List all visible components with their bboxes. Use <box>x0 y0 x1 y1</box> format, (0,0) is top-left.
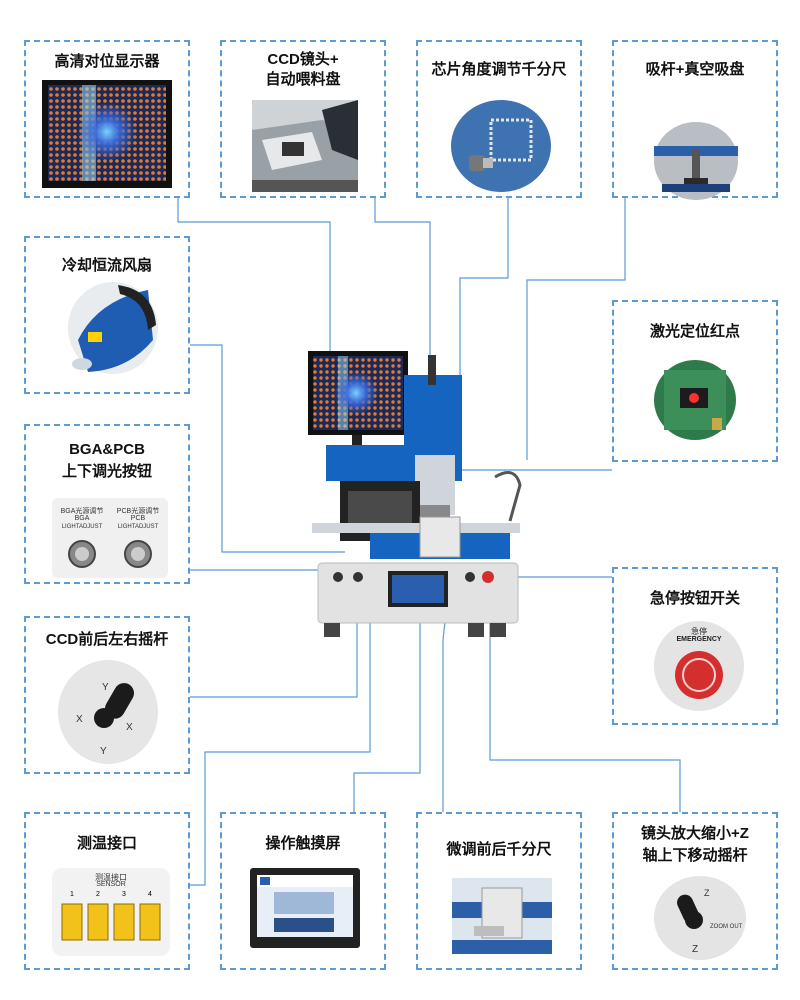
nozzle-callout: 吸杆+真空吸盘 <box>612 40 778 200</box>
light-adjust-label-line2: 上下调光按钮 <box>61 463 152 480</box>
sensor-port-2-icon <box>87 903 109 941</box>
zoom-lever-icon <box>677 894 699 924</box>
nozzle-label: 吸杆+真空吸盘 <box>645 61 745 78</box>
sensor-port-3-num: 3 <box>122 891 126 898</box>
emergency-label: 急停按钮开关 <box>649 590 740 607</box>
ccd-callout: CCD镜头+ 自动喂料盘 <box>220 40 386 198</box>
sensor-port-4-num: 4 <box>148 891 152 898</box>
emergency-photo: 急停 EMERGENCY <box>654 621 744 711</box>
svg-text:X: X <box>126 722 133 733</box>
joystick-callout: CCD前后左右摇杆 X X Y Y <box>24 616 190 774</box>
monitor-label: 高清对位显示器 <box>54 53 160 70</box>
svg-text:X: X <box>76 714 83 725</box>
svg-text:Z: Z <box>704 888 710 898</box>
svg-text:Y: Y <box>100 746 107 757</box>
chip-angle-label: 芯片角度调节千分尺 <box>431 61 567 78</box>
laser-callout: 激光定位红点 <box>612 300 778 462</box>
ccd-label-line2: 自动喂料盘 <box>265 71 341 88</box>
ccd-photo <box>252 100 358 192</box>
light-adjust-label-line1: BGA&PCB <box>69 441 145 458</box>
light-adjust-callout: BGA&PCB 上下调光按钮 BGA光源调节 BGA LIGHTADJUST P… <box>24 424 190 584</box>
sensor-port-3-icon <box>113 903 135 941</box>
emergency-callout: 急停按钮开关 急停 EMERGENCY <box>612 567 778 725</box>
laser-label: 激光定位红点 <box>649 323 740 340</box>
sensor-callout: 测温接口 测温接口 SENSOR 1 2 3 4 <box>24 812 190 970</box>
light-adjust-photo: BGA光源调节 BGA LIGHTADJUST PCB光源调节 PCB LIGH… <box>52 498 168 578</box>
svg-text:Z: Z <box>692 944 698 955</box>
zoom-label-line1: 镜头放大缩小+Z <box>641 825 749 842</box>
bga-light-english: LIGHTADJUST <box>61 524 103 530</box>
zoom-photo: Z Z ZOOM OUT <box>654 876 746 960</box>
laser-photo <box>654 360 736 440</box>
micrometer-photo <box>452 878 552 954</box>
sensor-port-1-num: 1 <box>70 891 74 898</box>
ccd-label-line1: CCD镜头+ <box>267 51 339 68</box>
chip-angle-photo <box>451 100 551 192</box>
sensor-label: 测温接口 <box>76 835 137 852</box>
sensor-photo: 测温接口 SENSOR 1 2 3 4 <box>52 868 170 956</box>
rework-station-machine <box>300 345 530 650</box>
zoom-callout: 镜头放大缩小+Z 轴上下移动摇杆 Z Z ZOOM OUT <box>612 812 778 970</box>
sensor-port-2-num: 2 <box>96 891 100 898</box>
bga-light-code: BGA <box>74 515 90 522</box>
monitor-callout: 高清对位显示器 <box>24 40 190 198</box>
sensor-en-text: SENSOR <box>96 881 126 888</box>
pcb-light-caption: PCB光源调节 <box>116 508 160 515</box>
zoom-out-text: ZOOM OUT <box>710 924 743 930</box>
sensor-cn-text: 测温接口 <box>95 873 127 882</box>
emergency-cn-text: 急停 <box>691 627 707 636</box>
touch-screen-photo <box>250 868 360 948</box>
joystick-label: CCD前后左右摇杆 <box>45 631 169 648</box>
fan-label: 冷却恒流风扇 <box>61 257 152 274</box>
micrometer-callout: 微调前后千分尺 <box>416 812 582 970</box>
svg-text:Y: Y <box>102 682 109 693</box>
nozzle-photo <box>654 122 738 200</box>
bga-light-caption: BGA光源调节 <box>60 508 104 515</box>
monitor-photo <box>42 80 172 188</box>
touch-screen-callout: 操作触摸屏 <box>220 812 386 970</box>
pcb-light-code: PCB <box>130 515 146 522</box>
emergency-en-text: EMERGENCY <box>676 636 722 643</box>
pcb-light-english: LIGHTADJUST <box>117 524 159 530</box>
fan-photo <box>58 280 158 376</box>
micrometer-label: 微调前后千分尺 <box>446 841 552 858</box>
chip-angle-callout: 芯片角度调节千分尺 <box>416 40 582 198</box>
zoom-label-line2: 轴上下移动摇杆 <box>642 847 748 864</box>
touch-screen-label: 操作触摸屏 <box>265 835 341 852</box>
sensor-port-4-icon <box>139 903 161 941</box>
joystick-photo: X X Y Y <box>58 660 158 764</box>
fan-callout: 冷却恒流风扇 <box>24 236 190 394</box>
sensor-port-1-icon <box>61 903 83 941</box>
joystick-lever-icon <box>105 683 134 719</box>
